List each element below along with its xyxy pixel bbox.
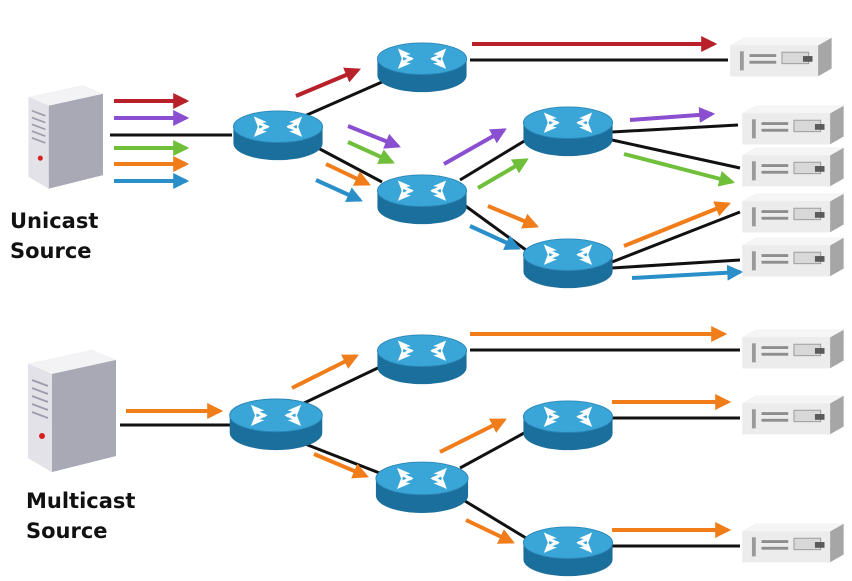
router-icon (522, 526, 614, 577)
receiver-rack-server-icon (741, 395, 845, 435)
receiver-rack-server-icon (741, 147, 845, 187)
multicast-label-line2: Source (26, 519, 108, 543)
router-icon (376, 42, 468, 93)
router-icon (376, 334, 468, 385)
unicast-label-line1: Unicast (10, 209, 98, 233)
multicast-links (120, 348, 740, 548)
unicast-source-tower-server-icon (27, 84, 104, 190)
receiver-rack-server-icon (741, 193, 845, 233)
router-icon (229, 398, 323, 451)
router-icon (522, 106, 614, 157)
router-icon (232, 110, 324, 161)
multicast-flow-arrows (126, 326, 732, 544)
multicast-label-line1: Multicast (26, 489, 135, 513)
unicast-section: Unicast Source (10, 36, 845, 289)
unicast-flow-arrows (295, 36, 744, 281)
receiver-rack-server-icon (729, 37, 833, 77)
receiver-rack-server-icon (741, 237, 845, 277)
router-icon (375, 461, 469, 514)
router-icon (522, 400, 614, 451)
receiver-rack-server-icon (741, 105, 845, 145)
receiver-rack-server-icon (741, 329, 845, 369)
receiver-rack-server-icon (741, 523, 845, 563)
unicast-label-line2: Source (10, 239, 92, 263)
multicast-section: Multicast Source (26, 326, 845, 577)
router-icon (376, 174, 468, 225)
multicast-source-tower-server-icon (26, 348, 118, 474)
router-icon (522, 238, 614, 289)
unicast-source-streams (114, 93, 190, 189)
unicast-links (110, 58, 741, 270)
